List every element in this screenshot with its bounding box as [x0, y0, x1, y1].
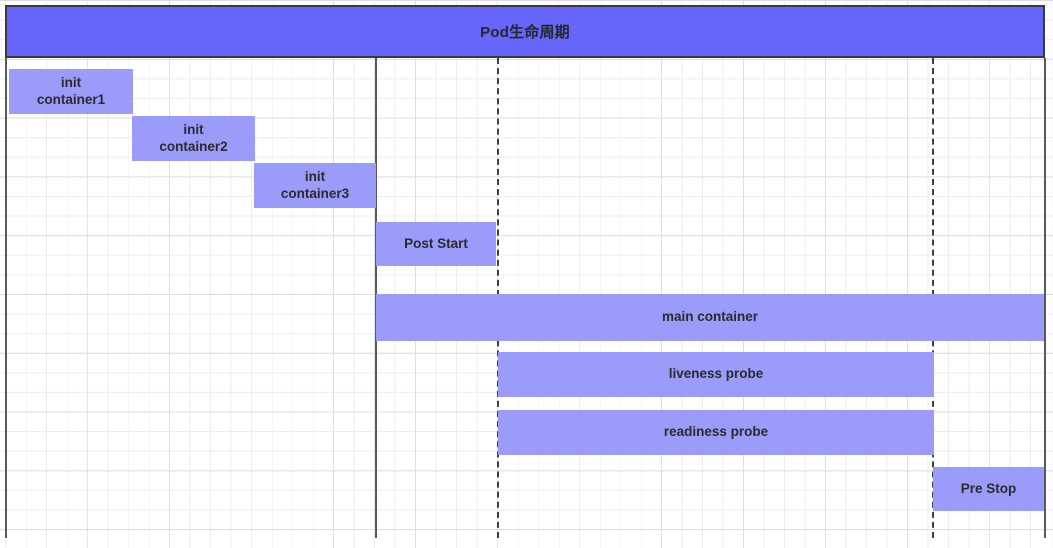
lifecycle-bar-label: liveness probe: [668, 366, 764, 382]
lifecycle-bar-label: Pre Stop: [960, 480, 1017, 496]
lifecycle-bar-label: main container: [661, 309, 759, 325]
lifecycle-bar-label: Post Start: [404, 235, 468, 251]
lifecycle-bar-init-container1[interactable]: init container1: [9, 69, 133, 114]
lifecycle-bar-main-container[interactable]: main container: [376, 294, 1044, 341]
lifecycle-bar-init-container3[interactable]: init container3: [254, 163, 376, 208]
lifecycle-bar-label: init container2: [159, 121, 228, 154]
lifecycle-bar-label: readiness probe: [663, 424, 769, 440]
lifecycle-bar-liveness-probe[interactable]: liveness probe: [498, 352, 934, 397]
timeline-marker-right-axis: [1044, 58, 1046, 538]
diagram-title-bar: Pod生命周期: [5, 5, 1045, 58]
lifecycle-bar-init-container2[interactable]: init container2: [132, 116, 255, 161]
lifecycle-bar-label: init container3: [280, 168, 350, 201]
lifecycle-bar-label: init container1: [36, 74, 106, 107]
lifecycle-bar-Pre-Stop[interactable]: Pre Stop: [933, 467, 1044, 511]
lifecycle-bar-readiness-probe[interactable]: readiness probe: [498, 410, 934, 455]
lifecycle-bar-Post-Start[interactable]: Post Start: [376, 222, 496, 266]
page-title: Pod生命周期: [480, 24, 570, 41]
timeline-marker-left-axis: [5, 58, 7, 538]
